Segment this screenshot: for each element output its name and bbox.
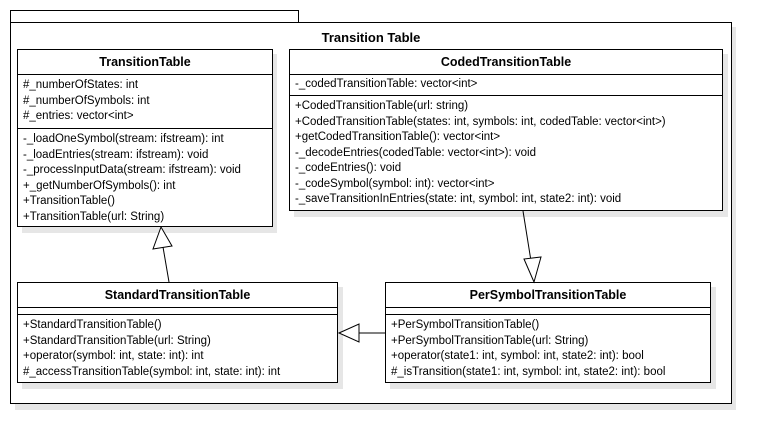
attributes-section xyxy=(18,308,337,315)
operation: +operator(symbol: int, state: int): int xyxy=(23,350,204,362)
operation: +PerSymbolTransitionTable() xyxy=(391,319,540,331)
attributes-section xyxy=(386,308,710,315)
operations-section: -_loadOneSymbol(stream: ifstream): int -… xyxy=(18,129,272,228)
operation: +operator(state1: int, symbol: int, stat… xyxy=(391,350,644,362)
class-name: PerSymbolTransitionTable xyxy=(386,283,710,308)
class-standard-transition-table[interactable]: StandardTransitionTable +StandardTransit… xyxy=(17,282,338,383)
class-name: TransitionTable xyxy=(18,50,272,75)
class-name: CodedTransitionTable xyxy=(290,50,722,75)
attribute: #_numberOfSymbols: int xyxy=(23,94,150,107)
class-transition-table[interactable]: TransitionTable #_numberOfStates: int #_… xyxy=(17,49,273,227)
operations-section: +PerSymbolTransitionTable() +PerSymbolTr… xyxy=(386,315,710,383)
class-coded-transition-table[interactable]: CodedTransitionTable -_codedTransitionTa… xyxy=(289,49,723,211)
operation: +TransitionTable(url: String) xyxy=(23,210,165,223)
operation: -_codeEntries(): void xyxy=(295,162,402,174)
operation: +StandardTransitionTable() xyxy=(23,319,162,331)
operation: +getCodedTransitionTable(): vector<int> xyxy=(295,131,501,143)
operation: +CodedTransitionTable(url: string) xyxy=(295,100,469,112)
operation: +_getNumberOfSymbols(): int xyxy=(23,179,176,192)
class-per-symbol-transition-table[interactable]: PerSymbolTransitionTable +PerSymbolTrans… xyxy=(385,282,711,383)
operation: +TransitionTable() xyxy=(23,195,115,207)
attribute: -_codedTransitionTable: vector<int> xyxy=(295,78,478,90)
operations-section: +CodedTransitionTable(url: string) +Code… xyxy=(290,96,722,211)
operation: +CodedTransitionTable(states: int, symbo… xyxy=(295,115,666,128)
class-name: StandardTransitionTable xyxy=(18,283,337,308)
operation: -_processInputData(stream: ifstream): vo… xyxy=(23,164,241,176)
operation: -_saveTransitionInEntries(state: int, sy… xyxy=(295,193,622,205)
operation: +StandardTransitionTable(url: String) xyxy=(23,334,211,347)
operation: -_loadEntries(stream: ifstream): void xyxy=(23,148,209,161)
package-title: Transition Table xyxy=(321,30,421,45)
operation: -_codeSymbol(symbol: int): vector<int> xyxy=(295,177,495,190)
attributes-section: -_codedTransitionTable: vector<int> xyxy=(290,75,722,96)
package-tab xyxy=(10,10,299,23)
operation: -_loadOneSymbol(stream: ifstream): int xyxy=(23,133,224,145)
operations-section: +StandardTransitionTable() +StandardTran… xyxy=(18,315,337,383)
operation: +PerSymbolTransitionTable(url: String) xyxy=(391,334,589,347)
operation: -_decodeEntries(codedTable: vector<int>)… xyxy=(295,146,537,159)
attribute: #_entries: vector<int> xyxy=(23,110,134,122)
operation: #_isTransition(state1: int, symbol: int,… xyxy=(391,365,666,378)
attribute: #_numberOfStates: int xyxy=(23,79,139,91)
operation: #_accessTransitionTable(symbol: int, sta… xyxy=(23,365,281,378)
attributes-section: #_numberOfStates: int #_numberOfSymbols:… xyxy=(18,75,272,129)
